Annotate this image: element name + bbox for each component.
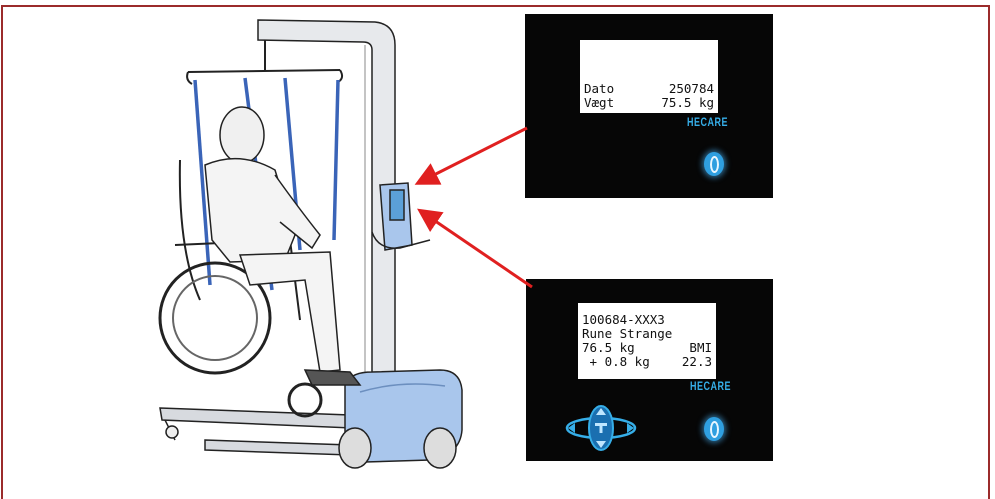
lift-base [159,407,353,456]
lcd-panel: Dato 250784 Vægt 75.5 kg [580,40,718,113]
lcd-line: Rune Strange [582,326,673,341]
handset [371,182,431,251]
arrow-to-patient-screen [417,208,533,289]
brand-logo: HECARE [690,379,732,393]
lcd-row-weight: Vægt 75.5 kg [584,95,714,110]
lcd-panel: 100684-XXX3 Rune Strange 76.5 kg BMI + 0… [578,303,716,379]
navigation-pad-icon[interactable] [564,403,638,453]
display-screen-patient: 100684-XXX3 Rune Strange 76.5 kg BMI + 0… [526,279,773,461]
power-button-icon[interactable] [704,152,724,176]
lcd-line: 76.5 kg BMI [582,340,712,355]
lift-motor-housing [338,369,463,469]
lcd-row-date: Dato 250784 [584,81,714,96]
figure-frame [1,5,990,499]
lcd-line: + 0.8 kg 22.3 [582,354,712,369]
display-screen-weight: Dato 250784 Vægt 75.5 kg HECARE [525,14,773,198]
power-button-icon[interactable] [704,417,724,441]
patient-figure [204,106,362,386]
brand-logo: HECARE [687,115,729,129]
lcd-line: 100684-XXX3 [582,312,665,327]
arrow-to-weight-screen [414,126,528,185]
